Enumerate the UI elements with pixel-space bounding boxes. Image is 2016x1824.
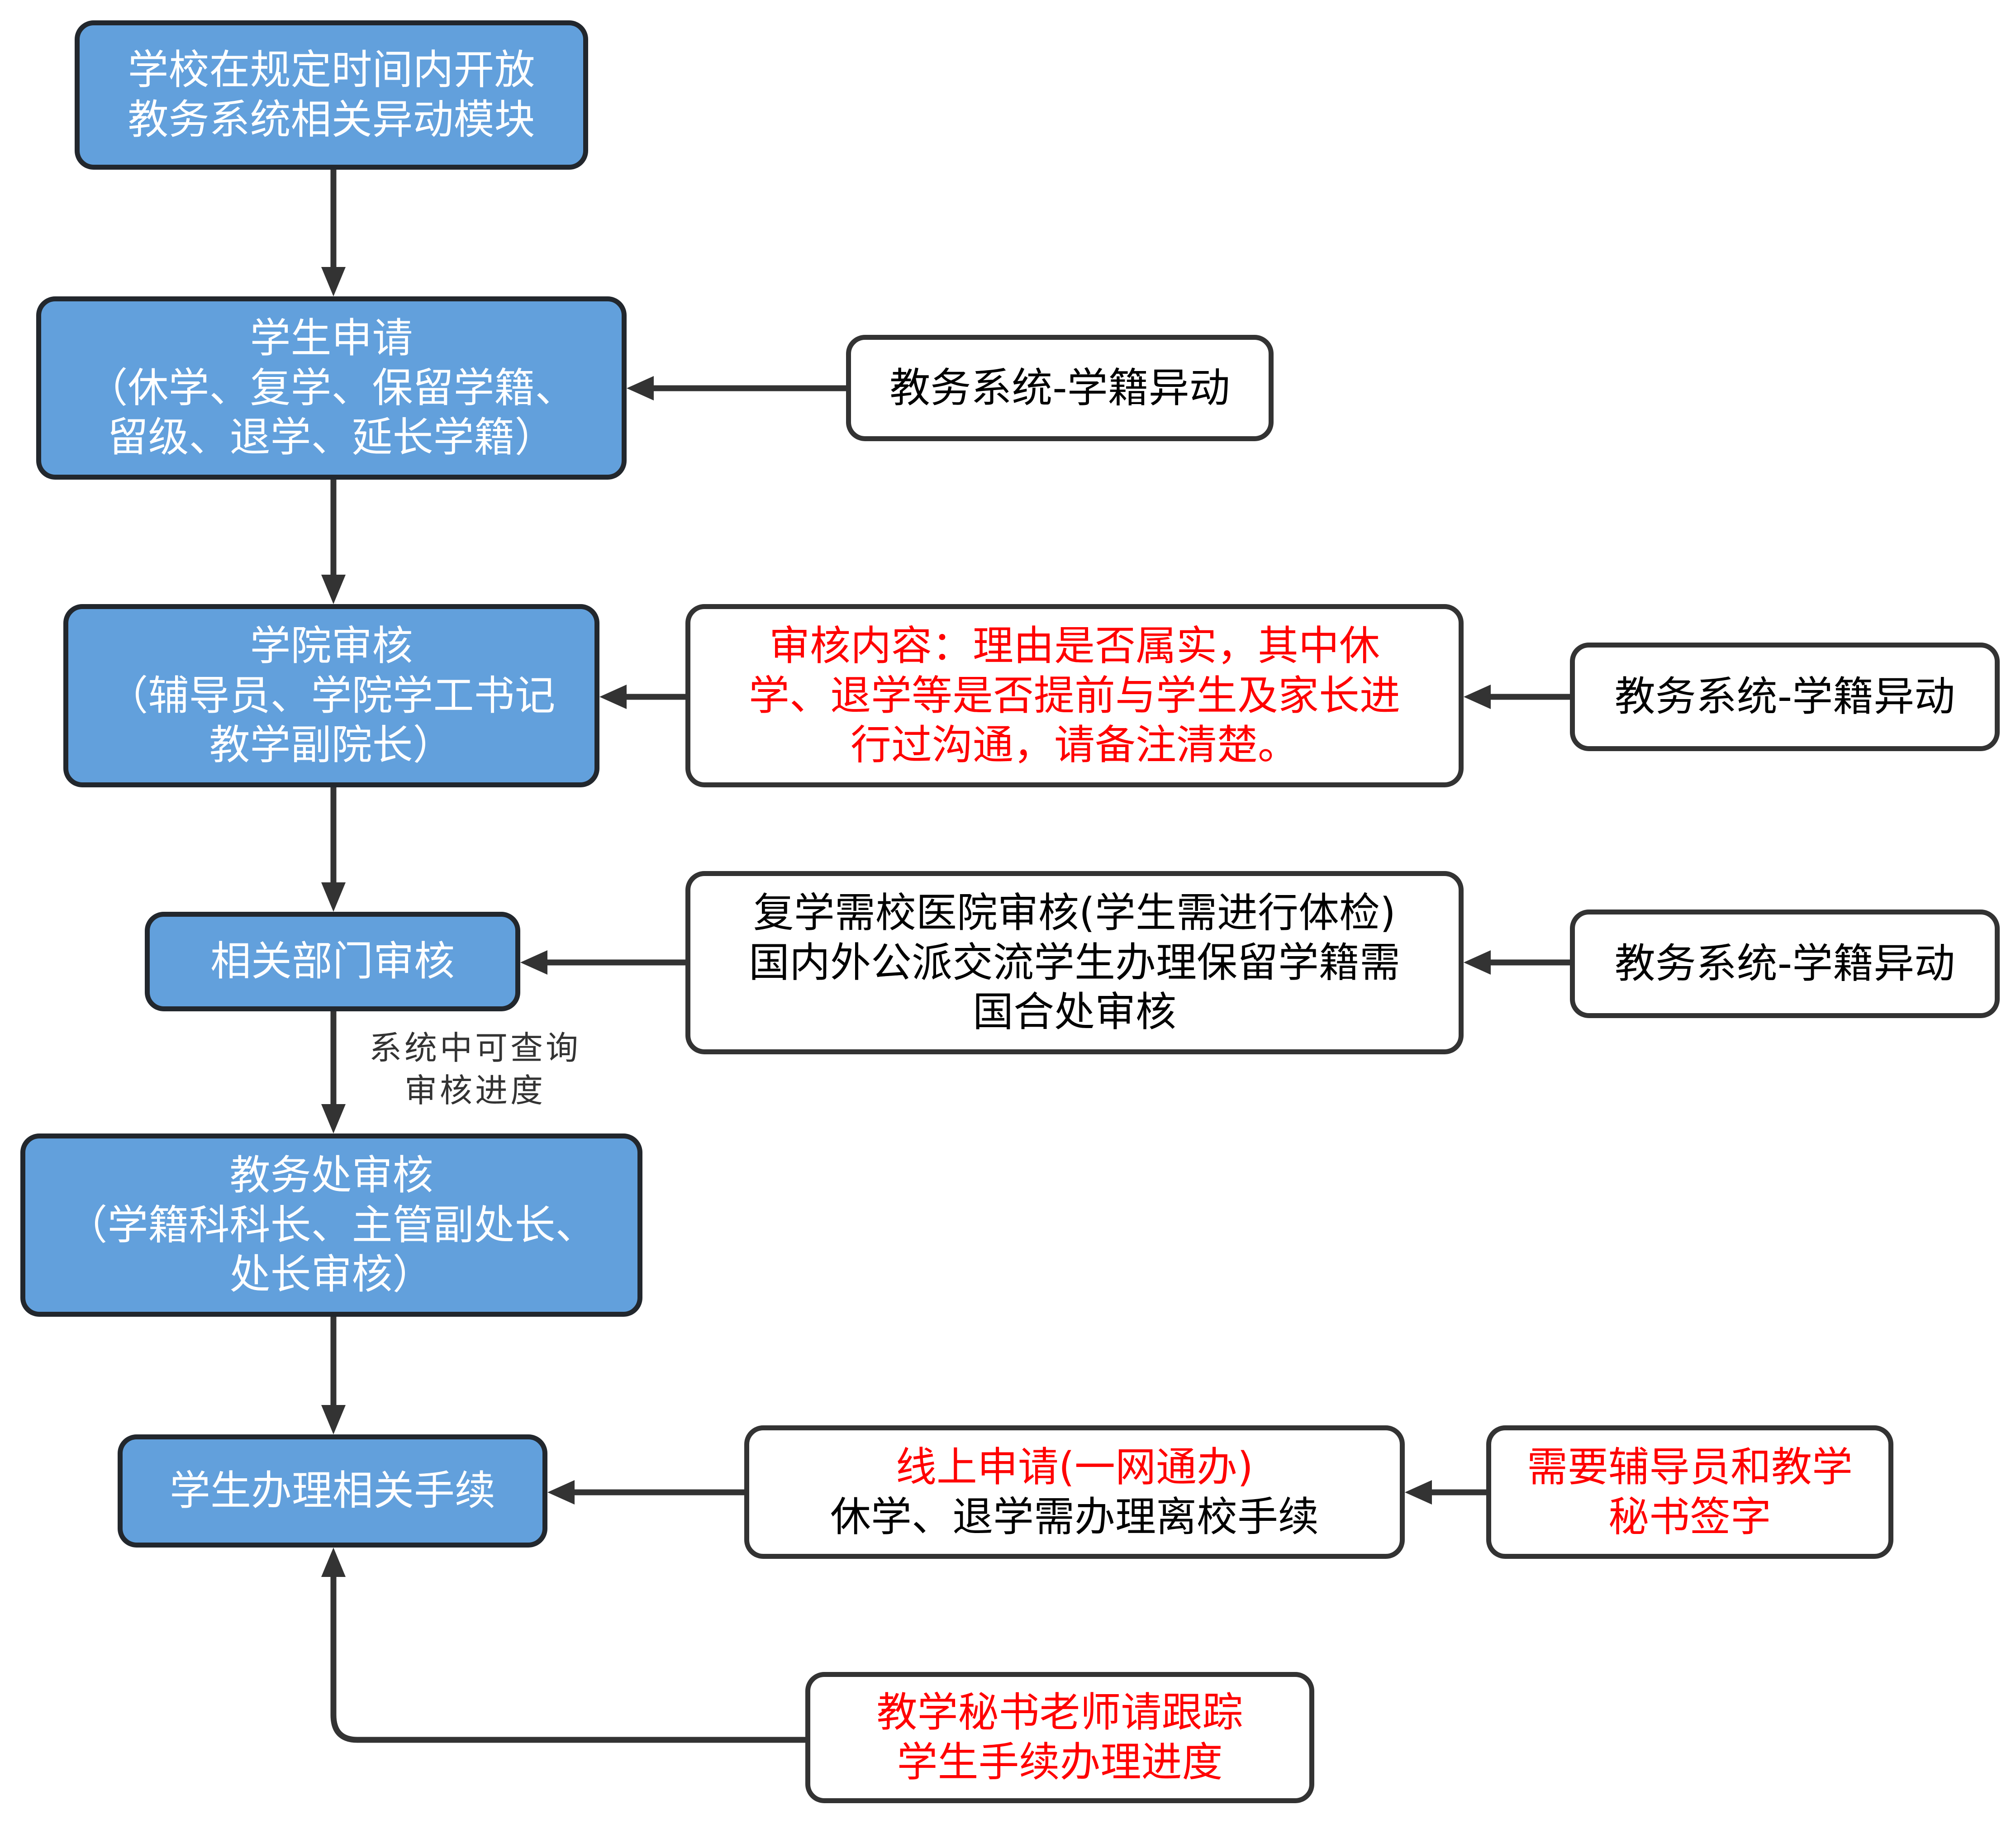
edge-college-review-to-dept-review	[321, 787, 346, 912]
node-text: 留级、退学、延长学籍）	[107, 414, 556, 462]
edge-dept-review-to-academic-office-review	[321, 1011, 346, 1133]
node-system-3: 教务系统-学籍异动	[1570, 910, 2000, 1018]
node-text: （休学、复学、保留学籍、	[87, 364, 576, 412]
node-text: （学籍科科长、主管副处长、	[67, 1201, 596, 1249]
node-student-procedures: 学生办理相关手续	[118, 1434, 547, 1548]
node-text: 教学秘书老师请跟踪	[876, 1689, 1243, 1737]
node-text: 学生办理相关手续	[170, 1467, 495, 1515]
node-text: 复学需校医院审核(学生需进行体检)	[753, 889, 1396, 937]
edge-signature-to-online-apply	[1405, 1480, 1486, 1505]
node-track-progress: 教学秘书老师请跟踪 学生手续办理进度	[805, 1672, 1314, 1803]
node-system-2: 教务系统-学籍异动	[1570, 643, 2000, 751]
node-online-apply: 线上申请(一网通办) 休学、退学需办理离校手续	[744, 1425, 1405, 1559]
edge-review-content-to-college-review	[599, 685, 685, 709]
node-college-review: 学院审核 （辅导员、学院学工书记 教学副院长）	[63, 604, 599, 787]
node-academic-office-review: 教务处审核 （学籍科科长、主管副处长、 处长审核）	[20, 1133, 642, 1317]
node-system-1: 教务系统-学籍异动	[846, 335, 1274, 441]
edge-label-progress-query: 系统中可查询 审核进度	[348, 1027, 602, 1112]
node-dept-review: 相关部门审核	[145, 912, 520, 1011]
edge-system-2-to-review-content	[1464, 685, 1570, 709]
node-text: 学、退学等是否提前与学生及家长进	[749, 671, 1400, 719]
node-text: 教务系统相关异动模块	[128, 96, 535, 143]
edge-track-progress-to-student-procedures	[321, 1548, 805, 1743]
edge-system-1-to-student-apply	[627, 376, 846, 400]
node-signature: 需要辅导员和教学 秘书签字	[1486, 1425, 1893, 1559]
node-text: 教务系统-学籍异动	[889, 364, 1230, 412]
node-text: 学生手续办理进度	[897, 1738, 1223, 1786]
edge-online-apply-to-student-procedures	[547, 1480, 744, 1505]
edge-label-text: 系统中可查询	[369, 1029, 581, 1067]
node-text: 学校在规定时间内开放	[128, 46, 535, 94]
node-text: 需要辅导员和教学	[1527, 1443, 1853, 1491]
node-text: 休学、退学需办理离校手续	[830, 1493, 1319, 1541]
edge-dept-note-to-dept-review	[520, 950, 685, 975]
node-student-apply: 学生申请 （休学、复学、保留学籍、 留级、退学、延长学籍）	[36, 296, 627, 480]
node-text: 行过沟通，请备注清楚。	[851, 721, 1298, 769]
edge-system-3-to-dept-note	[1464, 950, 1570, 975]
node-text: 教务处审核	[229, 1151, 433, 1199]
node-open-module: 学校在规定时间内开放 教务系统相关异动模块	[75, 20, 588, 170]
edge-label-text: 审核进度	[404, 1071, 546, 1110]
node-text: （辅导员、学院学工书记	[107, 671, 556, 719]
node-text: 处长审核）	[229, 1251, 433, 1299]
node-text: 学生申请	[250, 314, 413, 362]
node-text: 教务系统-学籍异动	[1614, 940, 1955, 988]
edge-academic-office-review-to-student-procedures	[321, 1317, 346, 1434]
node-text: 线上申请(一网通办)	[895, 1443, 1254, 1491]
node-text: 国内外公派交流学生办理保留学籍需	[749, 938, 1400, 986]
node-text: 秘书签字	[1608, 1493, 1771, 1541]
node-text: 教务系统-学籍异动	[1614, 673, 1955, 721]
node-text: 国合处审核	[973, 988, 1176, 1036]
node-dept-note: 复学需校医院审核(学生需进行体检) 国内外公派交流学生办理保留学籍需 国合处审核	[685, 871, 1464, 1054]
node-review-content: 审核内容：理由是否属实，其中休 学、退学等是否提前与学生及家长进 行过沟通，请备…	[685, 604, 1464, 787]
node-text: 学院审核	[250, 622, 413, 670]
edge-student-apply-to-college-review	[321, 480, 346, 604]
node-text: 相关部门审核	[210, 938, 455, 986]
edge-open-module-to-student-apply	[321, 170, 346, 296]
node-text: 审核内容：理由是否属实，其中休	[769, 622, 1380, 670]
node-text: 教学副院长）	[209, 721, 454, 769]
